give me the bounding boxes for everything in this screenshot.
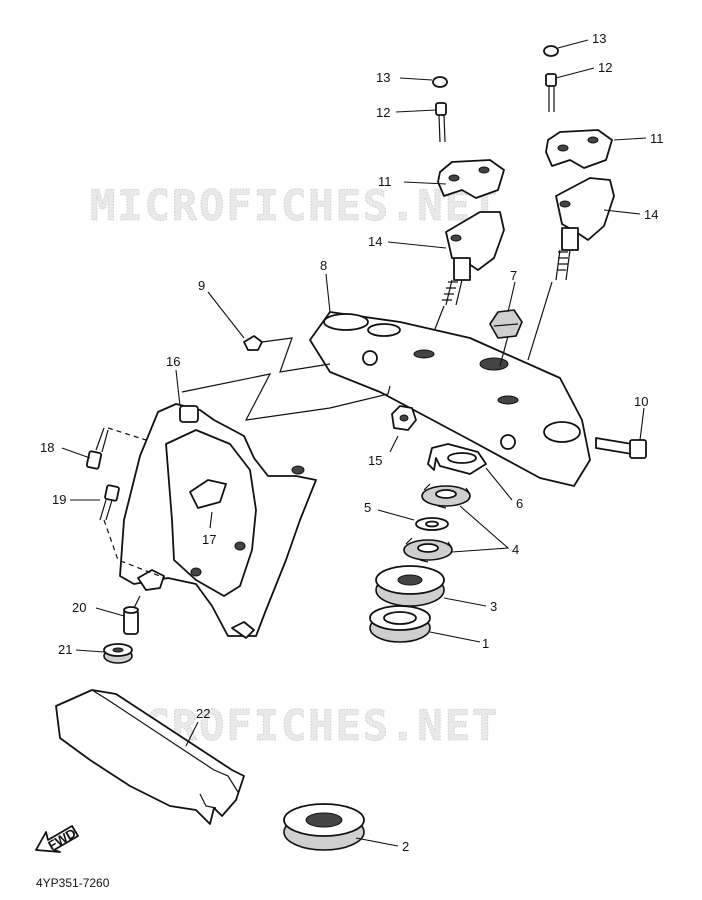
callout-3: 3 [490, 599, 497, 614]
bolt-18 [85, 427, 109, 470]
callout-16: 16 [166, 354, 180, 369]
callout-12a: 12 [376, 105, 390, 120]
callout-13b: 13 [592, 31, 606, 46]
callout-14b: 14 [644, 207, 658, 222]
callout-1: 1 [482, 636, 489, 651]
washer-5 [415, 517, 449, 531]
bearing-1 [369, 605, 431, 643]
callout-9: 9 [198, 278, 205, 293]
callout-18: 18 [40, 440, 54, 455]
link-line [181, 337, 391, 421]
cowling-stay [119, 403, 317, 639]
callout-21: 21 [58, 642, 72, 657]
ring-nut-lower [403, 537, 453, 563]
bolt-19 [99, 484, 120, 521]
callout-5: 5 [364, 500, 371, 515]
callout-7: 7 [510, 268, 517, 283]
handlebar-holder-right [527, 45, 615, 361]
ring-nut-upper [421, 483, 471, 509]
collar-20 [123, 595, 141, 635]
bolt-9 [243, 335, 263, 351]
callout-10: 10 [634, 394, 648, 409]
callout-11a: 11 [378, 174, 392, 189]
collar-6 [427, 443, 487, 475]
callout-12b: 12 [598, 60, 612, 75]
watermark-top: MICROFICHES.NET [90, 181, 499, 230]
callout-17: 17 [202, 532, 216, 547]
callout-8: 8 [320, 258, 327, 273]
grommet-21 [103, 643, 133, 664]
callout-13a: 13 [376, 70, 390, 85]
callout-2: 2 [402, 839, 409, 854]
dashed-link [103, 427, 171, 581]
fwd-arrow-icon: FWD [35, 825, 79, 853]
callout-22: 22 [196, 706, 210, 721]
nut-7 [489, 309, 523, 367]
callout-14a: 14 [368, 234, 382, 249]
callout-19: 19 [52, 492, 66, 507]
upper-bracket [309, 311, 591, 487]
callout-20: 20 [72, 600, 86, 615]
bolt-10 [595, 437, 647, 459]
callout-11b: 11 [650, 131, 664, 146]
diagram-code: 4YP351-7260 [36, 876, 110, 890]
leader-lines [61, 39, 647, 847]
callout-4: 4 [512, 542, 519, 557]
callouts: 1 2 3 4 5 6 7 8 9 10 11 11 12 12 13 13 1… [40, 31, 664, 854]
callout-15: 15 [368, 453, 382, 468]
callout-6: 6 [516, 496, 523, 511]
bearing-3 [375, 565, 445, 607]
handlebar-holder-left [425, 76, 505, 353]
seal-2 [283, 803, 365, 851]
nut-15 [391, 405, 417, 431]
cover-22 [55, 689, 245, 825]
